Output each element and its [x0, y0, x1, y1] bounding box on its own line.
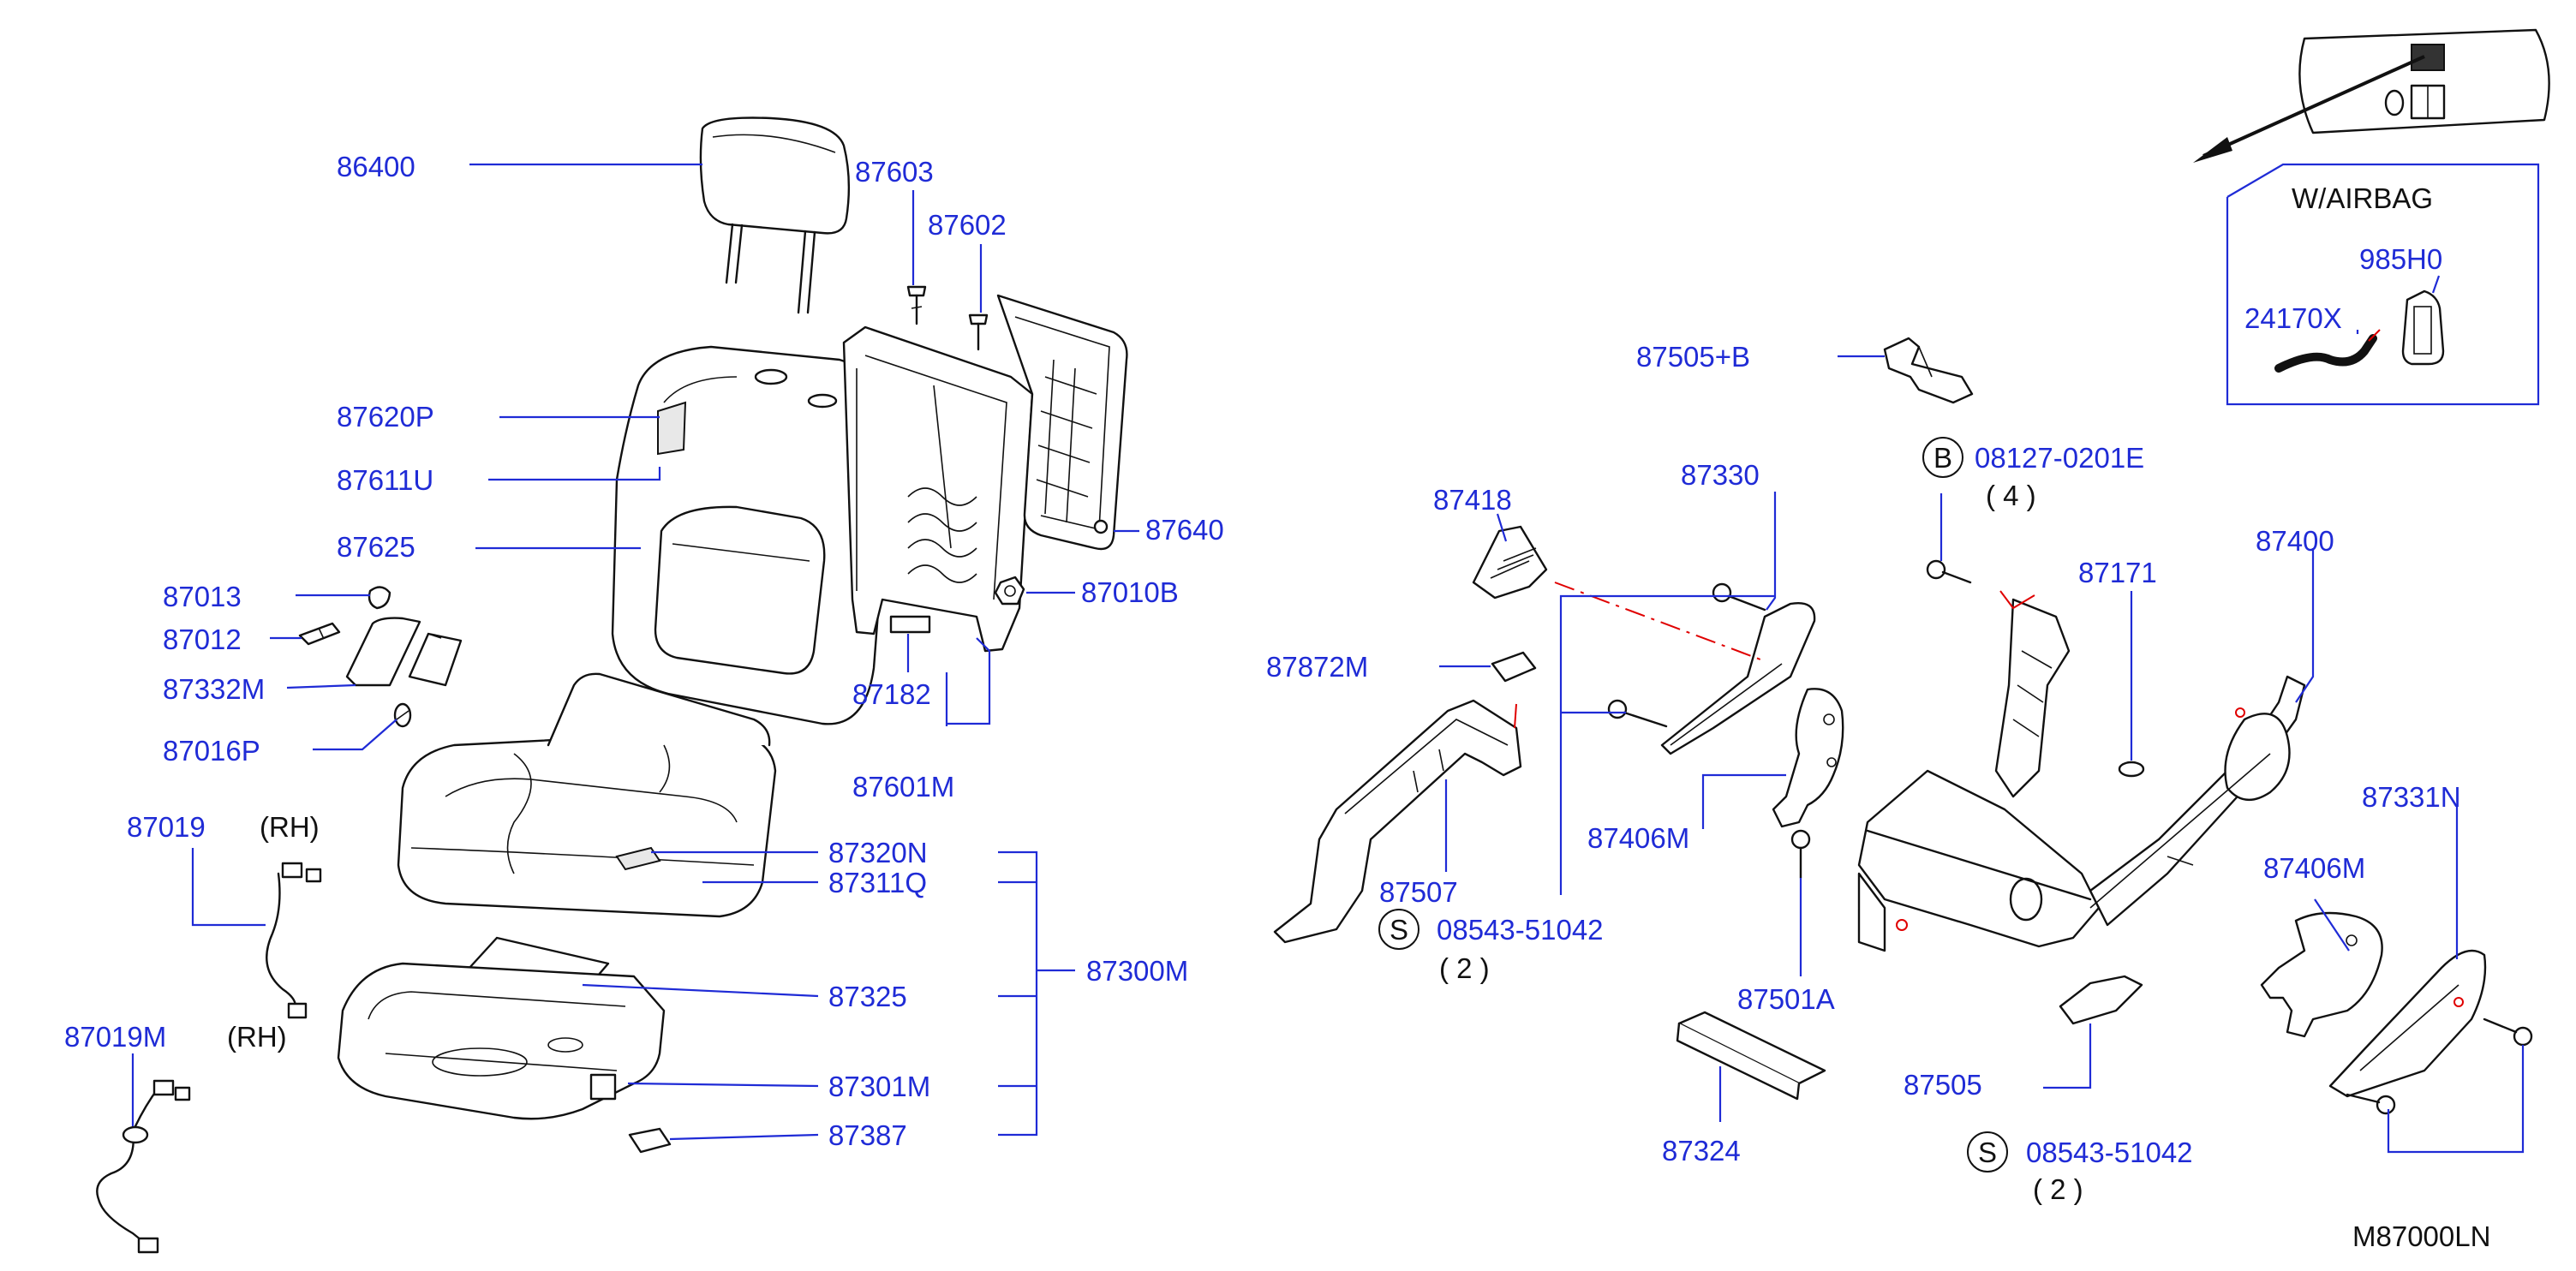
airbag-inset	[2226, 163, 2540, 406]
clip-87602	[968, 313, 989, 351]
label-87505: 87505	[1904, 1069, 1982, 1101]
location-indicator	[2193, 28, 2550, 163]
label-87300M: 87300M	[1086, 955, 1188, 987]
label-87501A: 87501A	[1737, 983, 1835, 1015]
bolt-87501A	[1790, 829, 1811, 880]
inset-title: W/AIRBAG	[2292, 182, 2433, 214]
label-87325: 87325	[828, 981, 907, 1012]
label-87330: 87330	[1681, 459, 1760, 491]
label-bolt-08127-qty: ( 4 )	[1986, 480, 2036, 511]
finisher-87324	[1676, 1011, 1826, 1101]
cap-87171	[2118, 761, 2145, 778]
label-87505B: 87505+B	[1636, 341, 1750, 373]
label-87507: 87507	[1379, 876, 1458, 908]
bracket-87505B	[1883, 337, 1974, 404]
label-87601M: 87601M	[852, 771, 954, 803]
seatback-frame-87601M	[842, 325, 1034, 653]
label-87332M: 87332M	[163, 673, 265, 705]
label-rh-1: (RH)	[260, 811, 320, 843]
label-87320N: 87320N	[828, 837, 928, 868]
bolt-symbol-b	[1922, 437, 1963, 478]
label-screw-08543-b-qty: ( 2 )	[2033, 1173, 2083, 1205]
screw-87016P	[393, 702, 412, 728]
label-87625: 87625	[337, 531, 415, 563]
finisher-87332M	[345, 617, 463, 687]
label-87324: 87324	[1662, 1135, 1741, 1167]
label-87620P: 87620P	[337, 401, 434, 433]
label-87400: 87400	[2256, 525, 2334, 557]
label-rh-2: (RH)	[227, 1021, 287, 1053]
cover-87418	[1472, 525, 1548, 600]
label-985H0: 985H0	[2359, 243, 2442, 275]
label-87171: 87171	[2078, 557, 2157, 588]
bolts-08127	[1926, 559, 2035, 610]
label-87182: 87182	[852, 678, 931, 710]
label-screw-08543-b: 08543-51042	[2026, 1137, 2193, 1168]
screw-symbol-s2-letter: S	[1978, 1137, 1997, 1168]
right-leaders	[1439, 355, 2525, 1154]
label-bolt-08127: 08127-0201E	[1975, 442, 2144, 474]
label-87406M-b: 87406M	[2263, 852, 2365, 884]
bolts-87330	[1607, 582, 1816, 755]
label-87872M: 87872M	[1266, 651, 1368, 683]
left-leaders	[131, 163, 1139, 1141]
label-87603: 87603	[855, 156, 934, 188]
label-87019M: 87019M	[64, 1021, 166, 1053]
label-86400: 86400	[337, 151, 415, 182]
knob-87013	[368, 586, 391, 610]
clip-87012	[298, 622, 341, 646]
cover-87406M-a	[1772, 688, 1844, 828]
label-screw-08543-a: 08543-51042	[1437, 914, 1604, 946]
headrest-86400	[699, 116, 851, 314]
pad-87872M	[1491, 651, 1537, 683]
label-87012: 87012	[163, 624, 242, 655]
label-87013: 87013	[163, 581, 242, 612]
label-87602: 87602	[928, 209, 1007, 241]
label-87311Q: 87311Q	[828, 867, 927, 898]
label-87301M: 87301M	[828, 1071, 930, 1102]
screw-symbol-s2	[1967, 1131, 2008, 1173]
label-87387: 87387	[828, 1119, 907, 1151]
label-87331N: 87331N	[2362, 781, 2461, 813]
label-87418: 87418	[1433, 484, 1512, 516]
cushion-frame-87301M	[337, 962, 666, 1120]
label-87406M-a: 87406M	[1587, 822, 1689, 854]
back-board-87640	[996, 294, 1128, 551]
bolt-symbol-b-letter: B	[1933, 442, 1952, 474]
grommet-87010B	[994, 576, 1025, 606]
seatback-cover-87620P	[611, 345, 893, 725]
harness-87019	[266, 862, 322, 1019]
cover-87406M-b	[2260, 911, 2383, 1038]
diagram-code: M87000LN	[2352, 1220, 2490, 1252]
label-87010B: 87010B	[1081, 576, 1179, 608]
seat-track-87400	[1857, 598, 2306, 952]
seat-cushion-87320N	[397, 672, 777, 918]
part-labels: 86400 87603 87602 87620P 87611U 87625 87…	[64, 151, 2490, 1252]
label-24170X: 24170X	[2244, 302, 2342, 334]
label-screw-08543-a-qty: ( 2 )	[1439, 952, 1490, 984]
screw-symbol-s1-letter: S	[1390, 914, 1408, 946]
finisher-87507	[1273, 699, 1522, 944]
label-87016P: 87016P	[163, 735, 260, 767]
clip-87603	[906, 285, 927, 325]
bracket-87505	[2059, 975, 2143, 1025]
label-87611U: 87611U	[337, 464, 433, 496]
harness-87019M	[96, 1079, 191, 1254]
screw-symbol-s1	[1378, 909, 1419, 950]
label-87019: 87019	[127, 811, 206, 843]
pad-87387	[628, 1127, 672, 1154]
label-87640: 87640	[1145, 514, 1224, 546]
cover-87331N	[2328, 949, 2533, 1115]
